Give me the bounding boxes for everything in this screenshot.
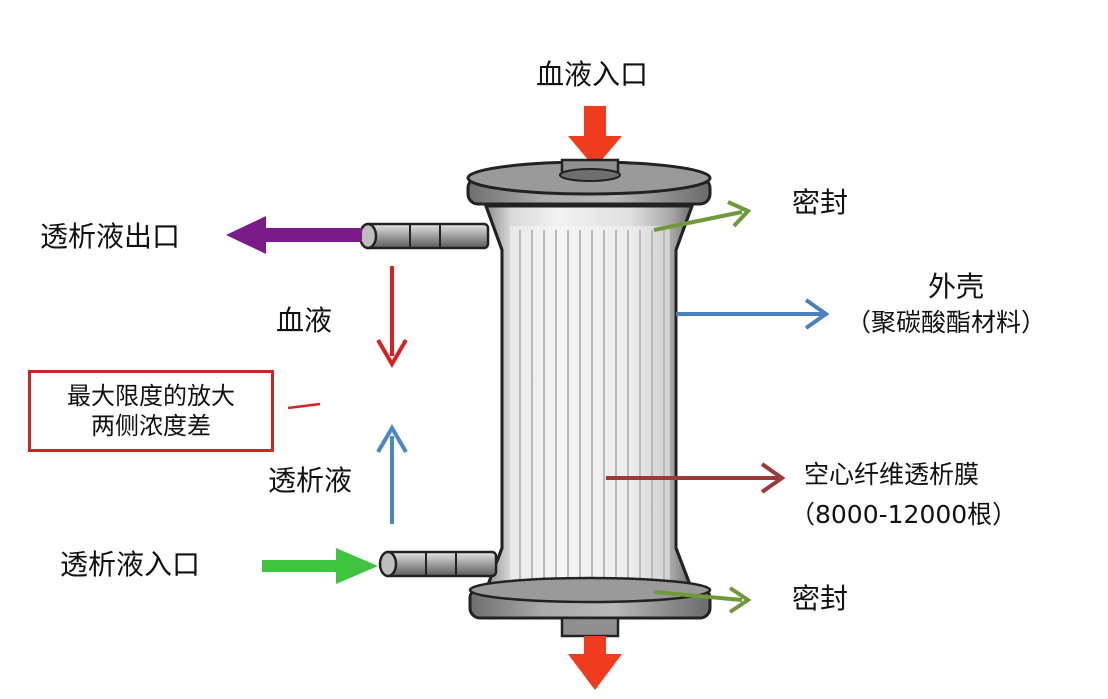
hollow-fiber-count-label: （8000-12000根） bbox=[790, 500, 1018, 529]
dialysate-outlet-port bbox=[358, 222, 490, 250]
hollow-fibers bbox=[519, 230, 665, 585]
top-cap bbox=[466, 158, 712, 206]
dialyzer-body bbox=[483, 204, 695, 592]
concentration-note-box: 最大限度的放大 两侧浓度差 bbox=[28, 370, 274, 452]
note-pointer bbox=[287, 402, 321, 410]
seal-bottom-arrow bbox=[653, 586, 752, 614]
dialysate-inlet-port bbox=[378, 550, 498, 578]
dialysate-inlet-arrow bbox=[262, 548, 378, 584]
blood-flow-label: 血液 bbox=[276, 304, 333, 337]
dialysate-flow-label: 透析液 bbox=[268, 464, 353, 497]
blood-inlet-label: 血液入口 bbox=[536, 58, 649, 91]
dialysate-inlet-label: 透析液入口 bbox=[60, 548, 201, 581]
seal-top-label: 密封 bbox=[792, 186, 849, 219]
blood-inlet-arrow bbox=[568, 106, 622, 168]
dialysate-flow-arrow bbox=[376, 424, 408, 524]
shell-material-label: （聚碳酸酯材料） bbox=[846, 308, 1047, 337]
shell-title-label: 外壳 bbox=[928, 270, 985, 303]
seal-bottom-label: 密封 bbox=[792, 582, 849, 615]
seal-top-arrow bbox=[653, 200, 752, 232]
note-line-1: 最大限度的放大 bbox=[67, 382, 235, 410]
hollow-fiber-title-label: 空心纤维透析膜 bbox=[804, 460, 980, 489]
shell-arrow bbox=[676, 298, 830, 330]
hollow-fiber-arrow bbox=[606, 462, 786, 494]
blood-outlet-arrow bbox=[568, 636, 622, 690]
bottom-cap bbox=[468, 576, 712, 638]
dialysate-outlet-arrow bbox=[226, 216, 362, 254]
dialysate-outlet-label: 透析液出口 bbox=[40, 220, 181, 253]
blood-flow-arrow bbox=[376, 266, 408, 368]
note-line-2: 两侧浓度差 bbox=[91, 412, 211, 440]
